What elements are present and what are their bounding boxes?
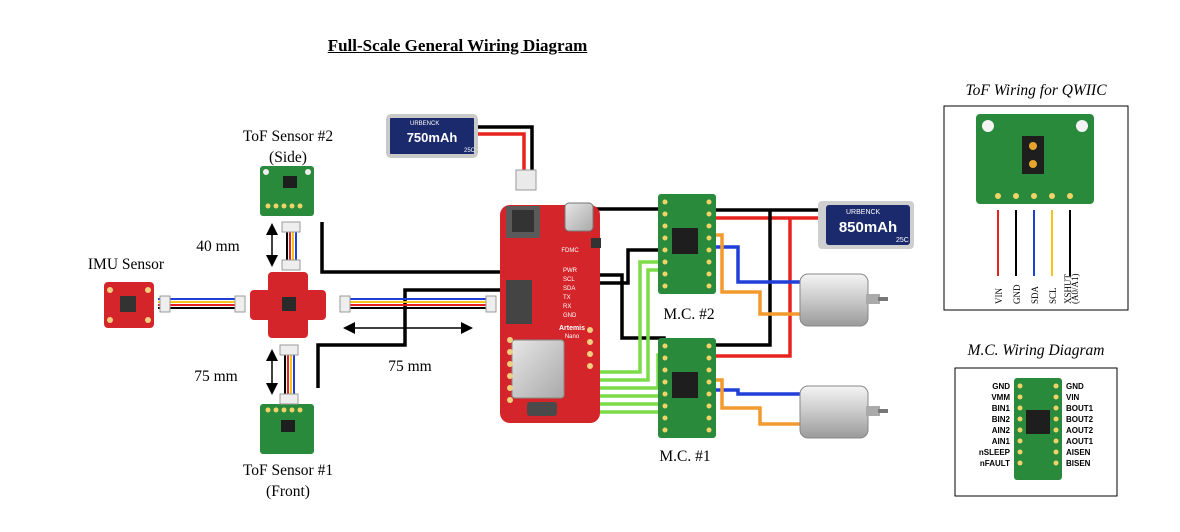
tof-pin-vin: VIN — [994, 288, 1004, 304]
tof-pin-note: (A0/A1) — [1070, 274, 1080, 305]
connector — [234, 295, 246, 313]
mc-right-pins: GND VIN BOUT1 BOUT2 AOUT2 AOUT1 AISEN BI… — [1066, 382, 1094, 468]
board-pin-gnd: GND — [563, 313, 577, 319]
mc-pin-label: BIN2 — [992, 415, 1011, 424]
qwiic-hub — [250, 272, 326, 338]
connector — [339, 295, 351, 313]
battery-750-label: 750mAh — [407, 130, 458, 145]
mc-pin-label: GND — [992, 382, 1010, 391]
board-brand: FDMC — [561, 248, 579, 254]
dist-75-vertical-label: 75 mm — [194, 368, 238, 385]
battery-850-brand: URBENCK — [846, 209, 881, 216]
tof1-label: ToF Sensor #1 (Front) — [228, 460, 348, 502]
mc-pin-label: nSLEEP — [979, 448, 1011, 457]
diagram-title: Full-Scale General Wiring Diagram — [327, 36, 588, 55]
tof-pin-sda: SDA — [1030, 285, 1040, 304]
connector — [281, 221, 301, 233]
mc-pin-label: nFAULT — [980, 459, 1010, 468]
mc-pin-label: GND — [1066, 382, 1084, 391]
mc1-label: M.C. #1 — [659, 448, 711, 465]
qwiic-cable-board — [340, 298, 495, 309]
battery-850-rating: 25C — [896, 237, 909, 244]
dist-75-horizontal-label: 75 mm — [388, 358, 432, 375]
mc-left-pins: GND VMM BIN1 BIN2 AIN2 AIN1 nSLEEP nFAUL… — [979, 382, 1011, 468]
board-pin-tx: TX — [563, 295, 571, 301]
mc-pin-label: AOUT1 — [1066, 437, 1094, 446]
tof-inset-title: ToF Wiring for QWIIC — [965, 82, 1107, 99]
connector — [281, 259, 301, 271]
board-pin-scl: SCL — [563, 277, 575, 283]
board-pin-rx: RX — [563, 304, 571, 310]
board-name-2: Nano — [565, 334, 580, 340]
battery-750-rating: 25C — [464, 148, 476, 154]
motor-controller-1 — [658, 338, 716, 438]
dc-motor-top — [799, 273, 888, 327]
mc-inset-title: M.C. Wiring Diagram — [967, 342, 1105, 359]
connector — [279, 344, 299, 356]
mc-pin-label: AIN2 — [992, 426, 1011, 435]
mc-pin-label: VIN — [1066, 393, 1080, 402]
tof2-label: ToF Sensor #2 (Side) — [228, 126, 348, 168]
mc-pin-label: AOUT2 — [1066, 426, 1094, 435]
tof1-label-line2: (Front) — [266, 483, 310, 500]
qwiic-cable-imu — [158, 298, 244, 310]
artemis-nano-board — [500, 202, 601, 423]
mc-pin-label: BIN1 — [992, 404, 1011, 413]
board-pin-pwr: PWR — [563, 268, 578, 274]
tof2-label-line2: (Side) — [269, 149, 307, 166]
imu-sensor — [104, 282, 154, 328]
wires — [158, 125, 822, 426]
tof-pin-gnd: GND — [1012, 284, 1022, 304]
battery-750mah — [386, 114, 537, 191]
mc-pin-label: AISEN — [1066, 448, 1091, 457]
mc2-label: M.C. #2 — [663, 306, 715, 323]
mc-pin-label: VMM — [991, 393, 1010, 402]
mc-pin-label: BISEN — [1066, 459, 1091, 468]
board-name-1: Artemis — [559, 325, 585, 332]
battery-850mah — [818, 201, 914, 249]
motor-controller-2 — [658, 194, 716, 294]
tof-sensor-2 — [260, 166, 314, 216]
imu-label: IMU Sensor — [87, 256, 165, 273]
battery-850-label: 850mAh — [839, 219, 897, 236]
tof-sensor-1 — [260, 404, 314, 454]
mc-pin-label: BOUT2 — [1066, 415, 1094, 424]
tof-wiring-inset — [943, 105, 1129, 311]
tof-pin-xshut: XSHUT — [1063, 273, 1073, 304]
tof1-label-line1: ToF Sensor #1 — [242, 462, 334, 479]
tof-pin-scl: SCL — [1048, 287, 1058, 304]
tof2-label-line1: ToF Sensor #2 — [242, 128, 334, 145]
mc-pin-label: BOUT1 — [1066, 404, 1094, 413]
connector — [279, 393, 299, 405]
board-pin-sda: SDA — [563, 286, 575, 292]
dc-motor-bottom — [799, 385, 888, 439]
mc-pin-label: AIN1 — [992, 437, 1011, 446]
mc-wiring-inset — [954, 367, 1118, 497]
dist-40-label: 40 mm — [196, 238, 240, 255]
battery-750-brand: URBENCK — [410, 121, 439, 127]
connector — [159, 295, 171, 313]
connector — [485, 295, 497, 313]
